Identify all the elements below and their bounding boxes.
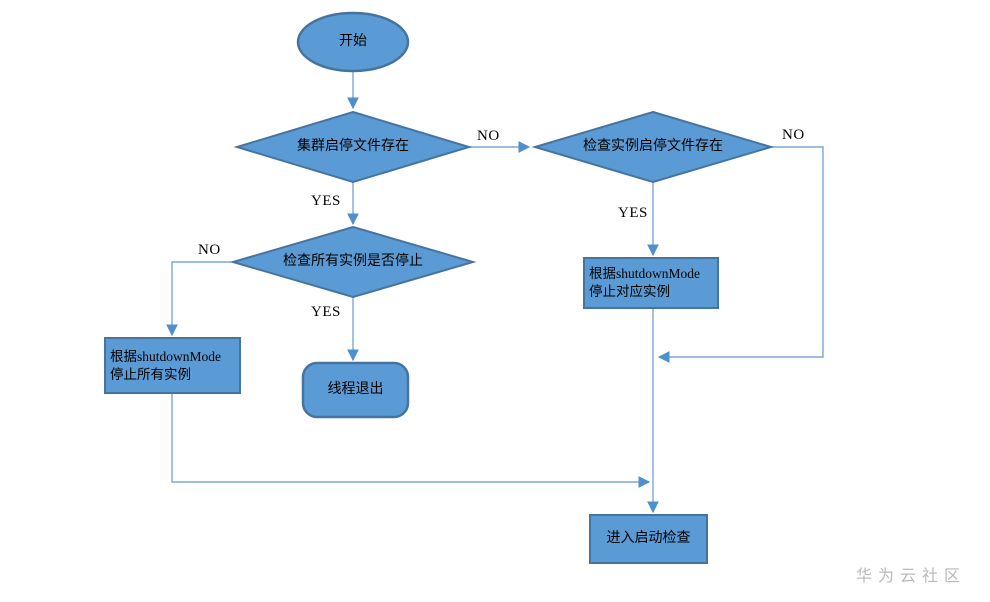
edge-instance-no-loop xyxy=(657,146,824,363)
instance-file-check-diamond xyxy=(531,110,775,184)
edge-label-cluster-no: NO xyxy=(477,128,500,144)
thread-exit-rounded-rect xyxy=(301,361,410,419)
edge-label-cluster-yes: YES xyxy=(311,193,341,209)
edge-label-instance-no: NO xyxy=(782,127,805,143)
edge-label-instance-yes: YES xyxy=(618,205,648,221)
edge-stop-all-to-merge xyxy=(171,393,651,488)
start-terminator-shape xyxy=(296,11,410,73)
enter-startup-check-rect xyxy=(589,514,708,564)
stop-matching-instances-rect xyxy=(583,257,719,309)
cluster-file-check-diamond xyxy=(233,110,473,184)
stop-all-instances-rect xyxy=(104,337,241,394)
edge-label-stopped-yes: YES xyxy=(311,304,341,320)
edge-stopped-no-to-stop-all xyxy=(166,261,231,337)
edge-label-stopped-no: NO xyxy=(198,242,221,258)
all-instances-stopped-diamond xyxy=(229,225,477,299)
huawei-cloud-community-watermark: 华为云社区 xyxy=(855,568,966,585)
